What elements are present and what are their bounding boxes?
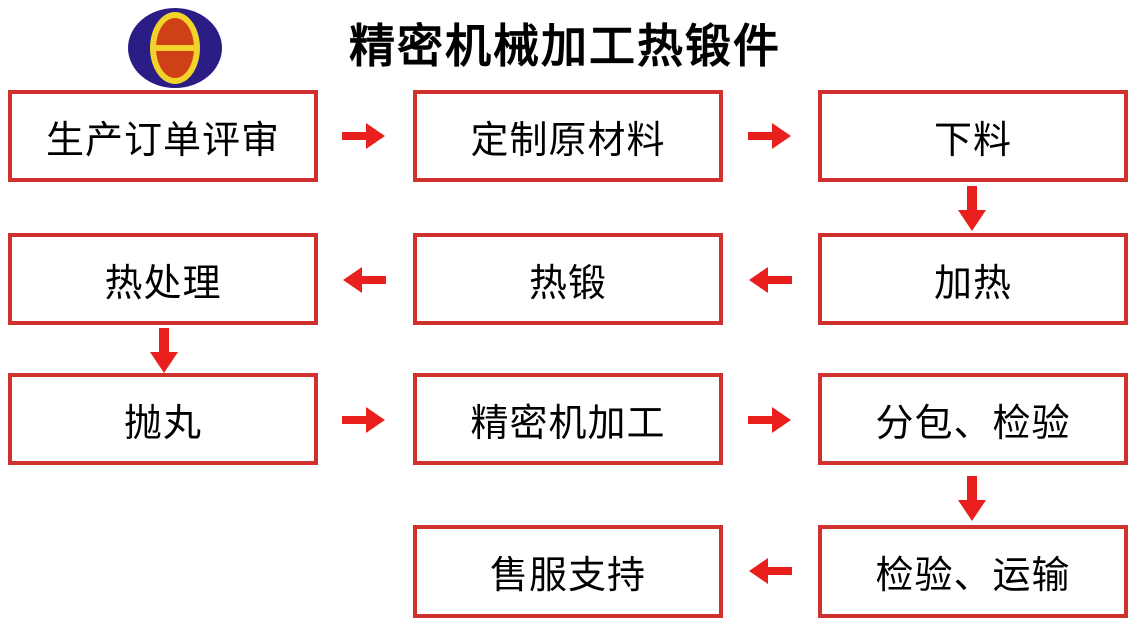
flow-node-custom-raw-material: 定制原材料: [413, 90, 723, 182]
arrow-left-icon: [749, 558, 792, 584]
arrow-right-icon: [342, 407, 385, 433]
flow-node-label: 抛丸: [123, 402, 202, 445]
flow-node-subcontract-inspection: 分包、检验: [818, 373, 1128, 465]
flow-node-label: 热处理: [104, 262, 222, 305]
flow-node-hot-forging: 热锻: [413, 233, 723, 325]
theta-oval-logo-icon: [128, 8, 222, 88]
flow-node-label: 精密机加工: [470, 402, 666, 445]
logo-inner-ellipse: [150, 12, 200, 84]
flow-node-shot-blasting: 抛丸: [8, 373, 318, 465]
flow-node-label: 售服支持: [489, 555, 646, 597]
flow-node-heat-treatment: 热处理: [8, 233, 318, 325]
arrow-right-icon: [342, 123, 385, 149]
flow-node-label: 下料: [933, 119, 1012, 162]
flow-node-label: 定制原材料: [470, 119, 666, 162]
logo-crossbar: [156, 45, 194, 51]
arrow-left-icon: [749, 267, 792, 293]
flow-node-inspection-transport: 检验、运输: [818, 525, 1128, 618]
flow-node-precision-machining: 精密机加工: [413, 373, 723, 465]
flow-node-after-sales-support: 售服支持: [413, 525, 723, 618]
flow-node-order-review: 生产订单评审: [8, 90, 318, 182]
flow-node-heating: 加热: [818, 233, 1128, 325]
arrow-left-icon: [343, 267, 386, 293]
arrow-down-icon: [150, 328, 178, 373]
flow-node-label: 加热: [933, 262, 1012, 305]
arrow-down-icon: [958, 186, 986, 231]
flow-node-label: 热锻: [528, 262, 607, 305]
arrow-down-icon: [958, 476, 986, 521]
flow-node-label: 检验、运输: [875, 555, 1071, 597]
arrow-right-icon: [748, 123, 791, 149]
page-title: 精密机械加工热锻件: [349, 20, 781, 72]
flow-node-label: 生产订单评审: [45, 119, 280, 162]
flow-node-cutting: 下料: [818, 90, 1128, 182]
flow-node-label: 分包、检验: [875, 402, 1071, 445]
arrow-right-icon: [748, 407, 791, 433]
